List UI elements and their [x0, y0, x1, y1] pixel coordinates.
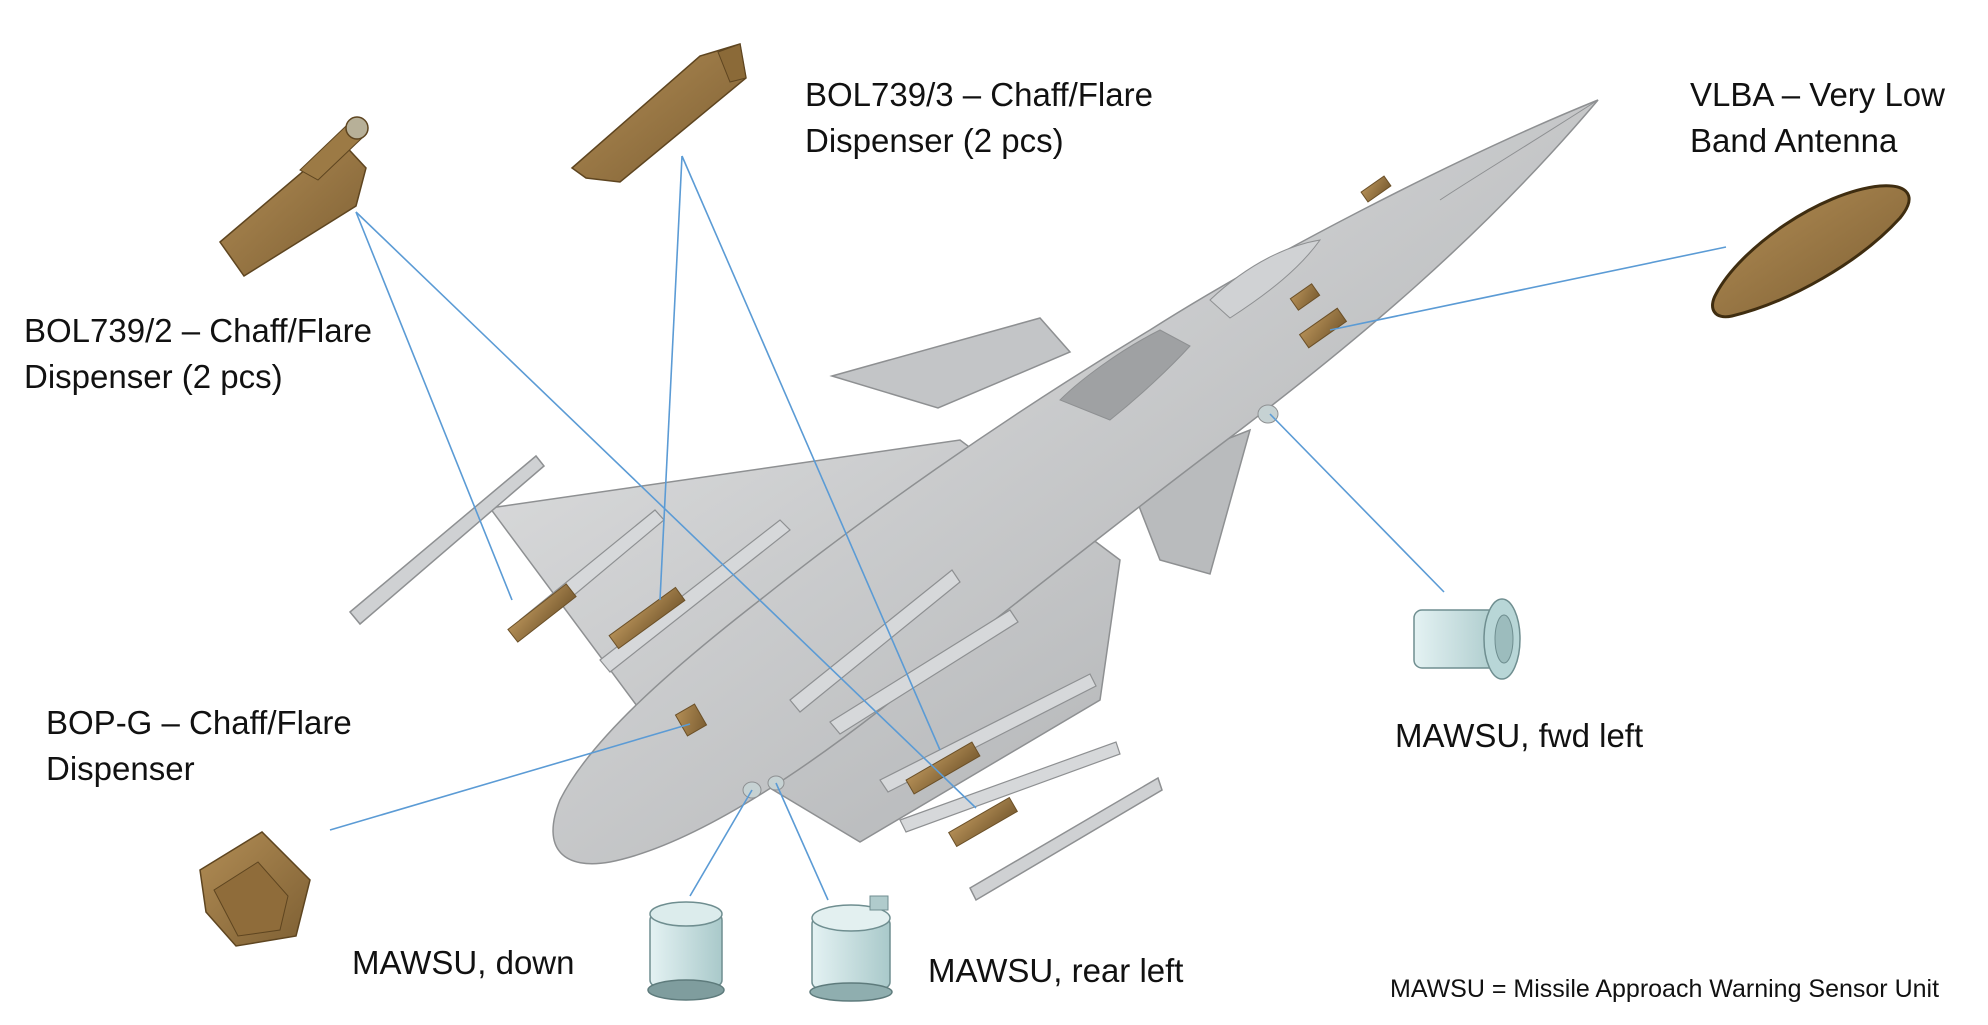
label-bol739-2: BOL739/2 – Chaff/Flare Dispenser (2 pcs): [24, 308, 372, 400]
wingtip-rail-left: [348, 454, 546, 626]
label-bol739-2-line1: BOL739/2 – Chaff/Flare: [24, 312, 372, 349]
mawsu-rear-left-sensor-part: [809, 895, 893, 1002]
vlba-antenna-part: [1711, 184, 1911, 319]
label-vlba-line1: VLBA – Very Low: [1690, 76, 1945, 113]
leader-lines: [329, 155, 1727, 901]
leader-mawsu-down: [689, 789, 753, 897]
leader-bol739-3-a: [659, 155, 683, 601]
label-vlba-line2: Band Antenna: [1690, 122, 1898, 159]
label-bol739-3: BOL739/3 – Chaff/Flare Dispenser (2 pcs): [805, 72, 1153, 164]
canard: [829, 317, 1072, 409]
leader-bop-g: [329, 723, 691, 831]
label-mawsu-fwd-left: MAWSU, fwd left: [1395, 717, 1644, 754]
leader-mawsu-fwd-left: [1269, 413, 1445, 593]
wingtip-rail-right: [969, 776, 1163, 902]
label-bop-g-line2: Dispenser: [46, 750, 195, 787]
wing-stores: [519, 509, 1121, 833]
leader-bol739-3-b: [681, 155, 941, 751]
mawsu-fwd-left-sensor-part: [1413, 598, 1521, 680]
label-bol739-3-line2: Dispenser (2 pcs): [805, 122, 1064, 159]
leader-bol739-2-b: [355, 211, 977, 809]
leader-bol739-2-a: [355, 211, 513, 601]
mawsu-down-sensor-part: [647, 901, 725, 1001]
fuselage: [552, 99, 1599, 865]
label-bol739-3-line1: BOL739/3 – Chaff/Flare: [805, 76, 1153, 113]
label-bop-g: BOP-G – Chaff/Flare Dispenser: [46, 700, 352, 792]
label-bol739-2-line2: Dispenser (2 pcs): [24, 358, 283, 395]
bop-g-dispenser-part: [199, 831, 311, 947]
label-bop-g-line1: BOP-G – Chaff/Flare: [46, 704, 352, 741]
bol739-3-dispenser-part: [570, 43, 747, 183]
leader-vlba: [1329, 246, 1727, 331]
installed-dispensers: [507, 175, 1392, 848]
label-mawsu-down: MAWSU, down: [352, 944, 575, 981]
aircraft: [348, 99, 1599, 902]
footnote-mawsu-definition: MAWSU = Missile Approach Warning Sensor …: [1390, 975, 1940, 1003]
label-mawsu-rear-left: MAWSU, rear left: [928, 952, 1184, 989]
leader-mawsu-rear-left: [775, 782, 829, 901]
label-vlba: VLBA – Very Low Band Antenna: [1690, 72, 1945, 164]
bol739-2-dispenser-part: [218, 116, 369, 278]
